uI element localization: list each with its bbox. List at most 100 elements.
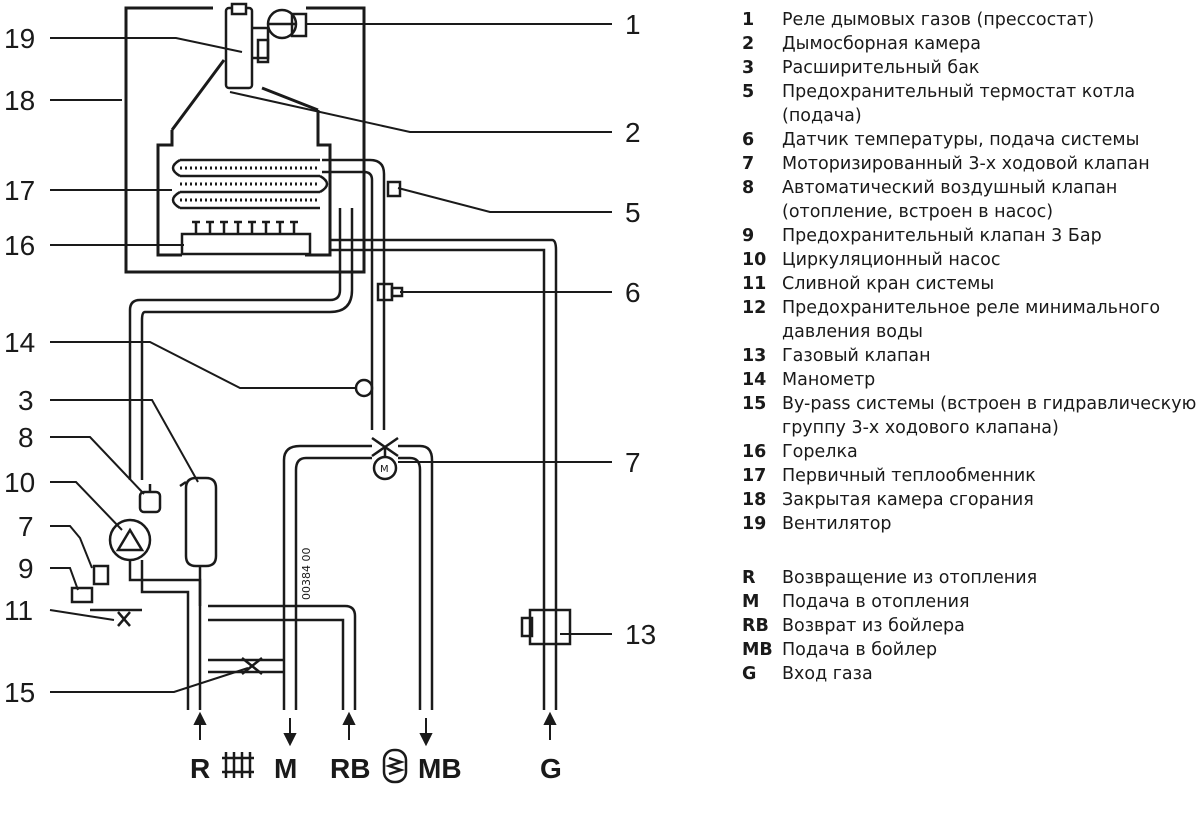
terminal-R: R [190,753,210,784]
legend-row: 12 Предохранительное реле минимального да… [742,296,1198,344]
legend-key: 2 [742,34,755,54]
circulation-pump [108,518,152,562]
callout-13: 13 [625,619,656,650]
legend-row: 11 Сливной кран системы [742,272,1198,296]
callout-2: 2 [625,117,641,148]
legend-key: 5 [742,82,755,102]
legend-key: G [742,664,757,684]
legend-key: 17 [742,466,767,486]
heating-flow-out [282,444,372,710]
legend-key: 16 [742,442,767,462]
legend-text: Подача в отопления [782,592,970,612]
terminal-MB: MB [418,753,462,784]
legend-text: By-pass системы (встроен в гидравлическу… [782,394,1197,438]
legend-key: 19 [742,514,767,534]
legend-text: Предохранительный термостат котла (подач… [782,82,1136,126]
legend-text: Газовый клапан [782,346,931,366]
air-valve [138,484,162,514]
callout-17: 17 [4,175,35,206]
legend-text: Закрытая камера сгорания [782,490,1034,510]
legend-row: 18 Закрытая камера сгорания [742,488,1198,512]
legend-key: 6 [742,130,755,150]
legend-text: Предохранительное реле минимального давл… [782,298,1161,342]
legend-text: Сливной кран системы [782,274,995,294]
temperature-sensor [376,282,404,302]
radiator-icon [222,752,254,778]
legend-row: 7 Моторизированный 3-х ходовой клапан [742,152,1198,176]
legend-key: 11 [742,274,767,294]
callout-14: 14 [4,327,35,358]
callout-3: 3 [18,385,34,416]
arrow-R [193,711,207,740]
callout-7-right: 7 [625,447,641,478]
legend-key: 9 [742,226,755,246]
legend-text: Возврат из бойлера [782,616,965,636]
return-pipe-upper [128,208,354,480]
legend-key: MB [742,640,773,660]
legend-text: Реле дымовых газов (прессостат) [782,10,1095,30]
legend-text: Возвращение из отопления [782,568,1038,588]
callout-11: 11 [4,595,33,626]
legend-key: 1 [742,10,755,30]
terminal-RB: RB [330,753,370,784]
legend-row: 1 Реле дымовых газов (прессостат) [742,8,1198,32]
callout-10: 10 [4,467,35,498]
terminal-M: M [274,753,297,784]
legend-row: 16 Горелка [742,440,1198,464]
heat-exchanger [171,158,329,210]
legend-text: Расширительный бак [782,58,980,78]
legend-text: Циркуляционный насос [782,250,1001,270]
boiler-tank-icon [382,748,408,784]
legend-text: Горелка [782,442,858,462]
pressure-switch [266,8,308,40]
pressure-gauge [354,378,374,398]
callout-9: 9 [18,553,34,584]
legend: 1 Реле дымовых газов (прессостат) 2 Дымосбо… [742,8,1198,686]
legend-key: 7 [742,154,755,174]
safety-valve [70,564,110,604]
legend-row: MB Подача в бойлер [742,638,1198,662]
legend-key: 8 [742,178,755,198]
legend-text: Подача в бойлер [782,640,938,660]
return-lower [128,560,357,710]
bypass-valve [241,657,263,675]
boiler-schematic: M [4,2,656,784]
callout-5: 5 [625,197,641,228]
three-way-valve [371,436,399,481]
legend-key: 18 [742,490,767,510]
flow-pipe [322,158,386,430]
callout-7-left: 7 [18,511,34,542]
legend-key: 12 [742,298,767,318]
legend-key: 15 [742,394,767,414]
boiler-flow-out [398,444,434,710]
expansion-tank [179,476,218,606]
legend-row: 2 Дымосборная камера [742,32,1198,56]
legend-row: 15 By-pass системы (встроен в гидравличес… [742,392,1198,440]
drawing-code: 00384 00 [300,548,313,601]
motor-label: M [380,464,389,475]
legend-text: Дымосборная камера [782,34,981,54]
arrow-G [543,711,557,740]
arrow-MB [419,718,433,747]
callout-6: 6 [625,277,641,308]
legend-row: 5 Предохранительный термостат котла (пода… [742,80,1198,128]
legend-key: 13 [742,346,767,366]
burner [180,220,312,256]
component-legend: 1 Реле дымовых газов (прессостат) 2 Дымосбо… [742,8,1198,536]
legend-text: Моторизированный 3-х ходовой клапан [782,154,1150,174]
legend-text: Датчик температуры, подача системы [782,130,1140,150]
legend-text: Манометр [782,370,876,390]
drain-cock [117,611,131,627]
casing-outline [124,6,366,274]
callout-19: 19 [4,23,35,54]
legend-key: 3 [742,58,755,78]
